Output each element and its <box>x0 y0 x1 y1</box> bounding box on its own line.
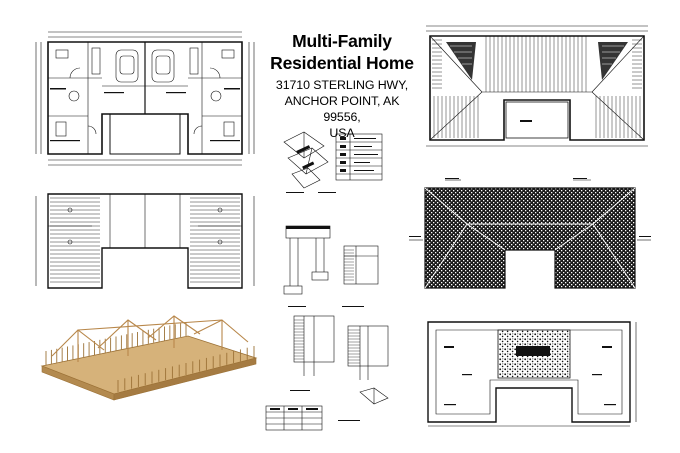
foundation-plan-sheet <box>35 193 255 289</box>
roof-framing-sheet <box>426 25 648 147</box>
project-title-line-1: Multi-Family <box>292 31 392 51</box>
section-details-sheet <box>283 131 383 193</box>
project-title-line-2: Residential Home <box>270 53 414 73</box>
address-line-2: ANCHOR POINT, AK 99556, <box>284 94 400 124</box>
address-line-1: 31710 STERLING HWY, <box>275 78 409 92</box>
detail-drawings-sheet <box>265 225 389 431</box>
framing-3d-model <box>40 315 258 401</box>
floor-plan-sheet <box>35 31 255 166</box>
title-block: Multi-Family Residential Home 31710 STER… <box>266 30 418 141</box>
site-plan-sheet <box>427 321 637 427</box>
roof-plan-sheet <box>409 178 651 289</box>
